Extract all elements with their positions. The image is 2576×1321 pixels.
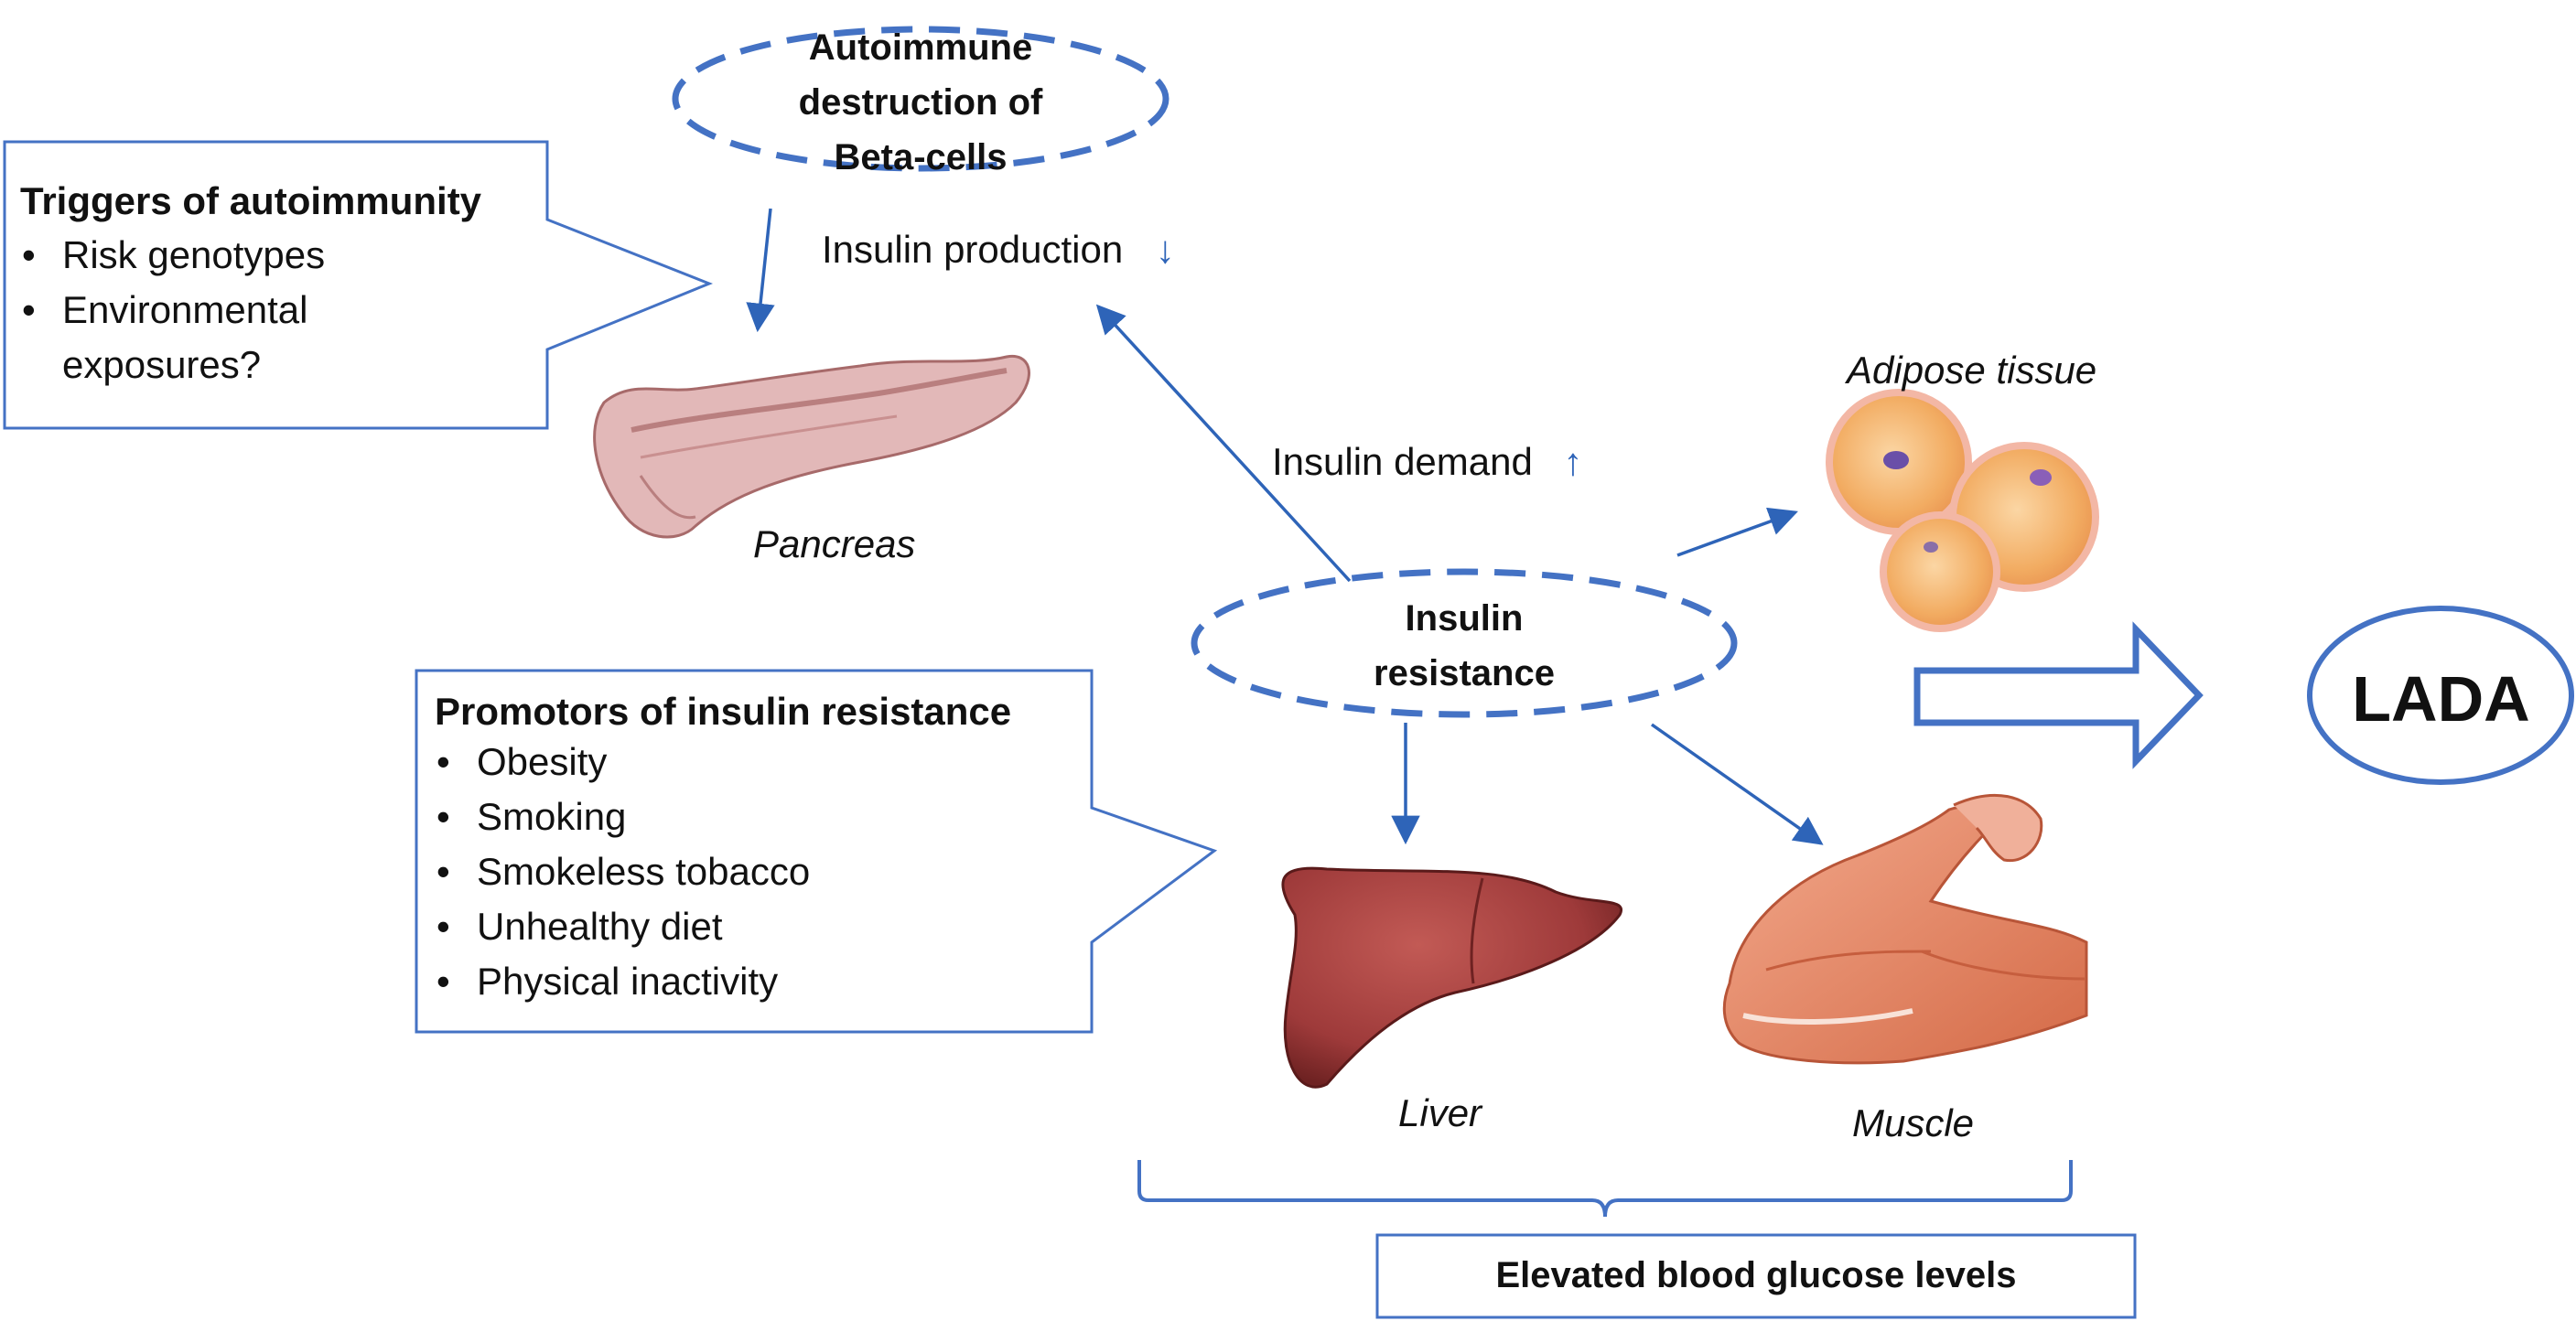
promotors-item: Unhealthy diet: [435, 899, 1011, 954]
promotors-box: Promotors of insulin resistance Obesity …: [435, 689, 1011, 1009]
resistance-to-production-arrow: [1095, 304, 1352, 583]
insulin-resistance-line-2: resistance: [1374, 653, 1555, 693]
muscle-icon: [1722, 793, 2088, 1065]
adipose-icon: [1826, 389, 2099, 632]
insulin-resistance-label: Insulin resistance: [1327, 591, 1601, 701]
triggers-item: Environmental exposures?: [20, 283, 392, 392]
resistance-to-muscle-arrow: [1650, 723, 1824, 845]
autoimmune-label: Autoimmune destruction of Beta-cells: [738, 20, 1104, 185]
liver-label: Liver: [1398, 1091, 1482, 1134]
pancreas-icon: [593, 354, 1030, 539]
glucose-box: [1375, 1233, 2137, 1319]
pancreas-label: Pancreas: [753, 522, 916, 565]
muscle-label: Muscle: [1852, 1101, 1975, 1144]
lada-ellipse: [2307, 606, 2574, 785]
promotors-item: Smokeless tobacco: [435, 844, 1011, 899]
block-arrow-to-lada: [1913, 621, 2204, 769]
promotors-title: Promotors of insulin resistance: [435, 690, 1012, 733]
promotors-item: Smoking: [435, 789, 1011, 844]
up-arrow-icon: ↑: [1563, 440, 1583, 483]
autoimmune-line-2: destruction of: [798, 82, 1043, 123]
autoimmune-to-pancreas-arrow: [746, 208, 775, 333]
promotors-item: Obesity: [435, 735, 1011, 789]
resistance-to-adipose-arrow: [1676, 507, 1798, 557]
autoimmune-line-1: Autoimmune: [808, 27, 1033, 68]
grouping-brace: [1137, 1160, 2073, 1218]
glucose-label: Elevated blood glucose levels: [1495, 1255, 2017, 1295]
triggers-item: Risk genotypes: [20, 228, 481, 283]
adipose-label: Adipose tissue: [1847, 349, 2097, 392]
down-arrow-icon: ↓: [1155, 228, 1175, 271]
autoimmune-ellipse: [672, 26, 1169, 172]
triggers-box: Triggers of autoimmunity Risk genotypes …: [20, 178, 481, 392]
insulin-resistance-ellipse: [1191, 568, 1738, 718]
insulin-production-label: Insulin production ↓: [822, 228, 1175, 271]
promotors-item: Physical inactivity: [435, 954, 1011, 1009]
autoimmune-line-3: Beta-cells: [834, 137, 1008, 177]
lada-label: LADA: [2352, 663, 2530, 735]
insulin-resistance-line-1: Insulin: [1405, 598, 1524, 639]
triggers-title: Triggers of autoimmunity: [20, 179, 482, 222]
liver-icon: [1281, 866, 1622, 1089]
insulin-demand-label: Insulin demand ↑: [1272, 440, 1583, 483]
